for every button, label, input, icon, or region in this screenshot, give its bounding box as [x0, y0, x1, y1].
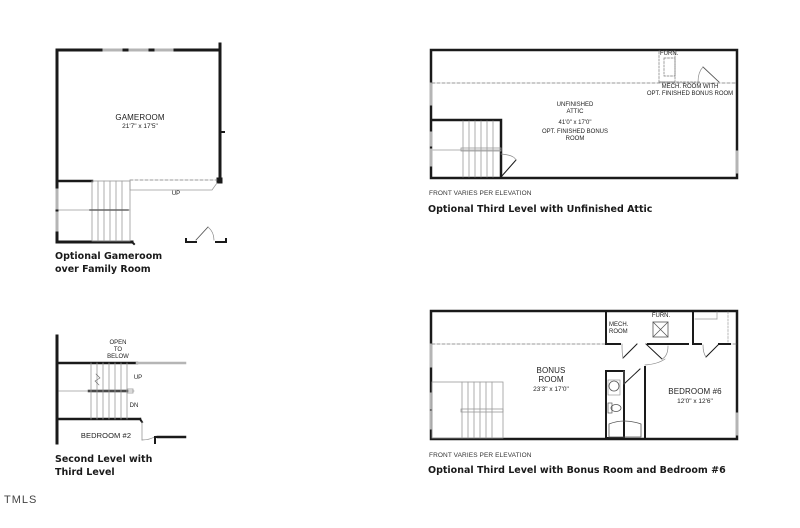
bedroom-2-label: BEDROOM #2 [80, 431, 132, 440]
bonus-furn-label: FURN. [651, 313, 671, 319]
attic-room-label: UNFINISHED ATTIC [556, 102, 594, 115]
attic-sub-label: OPT. FINISHED BONUS ROOM [541, 129, 608, 142]
second-level-plan [55, 334, 187, 445]
bedroom-6-dimensions: 12'0" x 12'6" [677, 398, 713, 405]
bonus-room-dimensions: 23'3" x 17'0" [533, 386, 569, 393]
gameroom-dimensions: 21'7" x 17'5" [122, 123, 158, 130]
attic-furn-label: FURN. [660, 51, 679, 57]
second-up-label: UP [133, 375, 143, 381]
attic-mech-label: MECH. ROOM WITH OPT. FINISHED BONUS ROOM [646, 84, 734, 97]
bonus-caption: Optional Third Level with Bonus Room and… [428, 465, 726, 476]
gameroom-plan [55, 42, 227, 246]
second-dn-label: DN [129, 403, 139, 409]
bonus-elevation-note: FRONT VARIES PER ELEVATION [429, 452, 532, 459]
second-level-caption: Second Level with Third Level [55, 454, 153, 478]
attic-plan [429, 48, 739, 180]
attic-caption: Optional Third Level with Unfinished Att… [428, 204, 653, 215]
bedroom-6-label: BEDROOM #6 [668, 387, 722, 396]
attic-dimensions: 41'0" x 17'0" [558, 120, 592, 126]
bonus-room-label: BONUS ROOM [536, 366, 566, 385]
gameroom-stair-up-label: UP [171, 191, 181, 197]
gameroom-caption: Optional Gameroom over Family Room [55, 251, 163, 275]
gameroom-label: GAMEROOM [115, 113, 165, 122]
brand-watermark: TMLS [4, 494, 38, 506]
bonus-plan [429, 309, 739, 441]
attic-elevation-note: FRONT VARIES PER ELEVATION [429, 190, 532, 197]
open-to-below-label: OPEN TO BELOW [107, 340, 129, 360]
mech-room-label: MECH. ROOM [609, 322, 629, 335]
